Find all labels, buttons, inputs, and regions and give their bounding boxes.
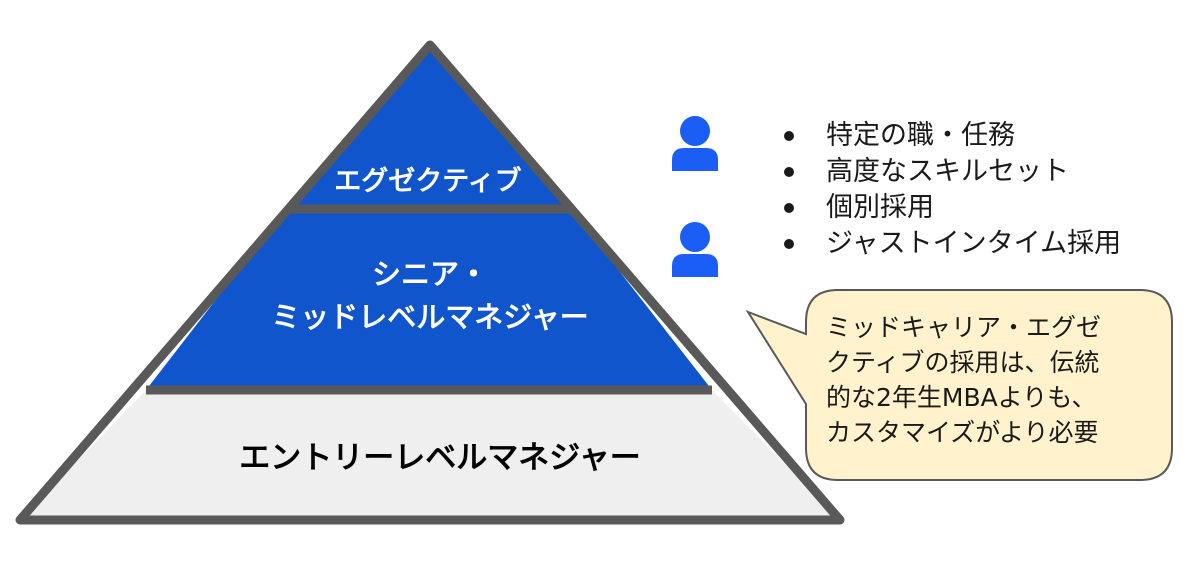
tier-label-executive: エグゼクティブ	[334, 165, 521, 197]
list-item: 高度なスキルセット	[778, 154, 1178, 190]
pyramid-tier-senior-mid	[146, 209, 712, 390]
person-icon	[672, 116, 718, 171]
pyramid-outline	[15, 40, 845, 525]
requirements-list: 特定の職・任務 高度なスキルセット 個別採用 ジャストインタイム採用	[778, 118, 1178, 262]
pyramid-tier-executive	[286, 45, 571, 209]
callout-bubble	[745, 289, 1173, 481]
callout-line: 的な2年生MBAよりも、	[826, 383, 1097, 412]
callout-line: クティブの採用は、伝統	[826, 348, 1100, 377]
list-item: ジャストインタイム採用	[778, 226, 1178, 262]
tier-label-entry: エントリーレベルマネジャー	[239, 440, 640, 476]
callout-text: ミッドキャリア・エグゼ クティブの採用は、伝統 的な2年生MBAよりも、 カスタ…	[826, 310, 1156, 450]
person-icon	[672, 222, 718, 277]
callout-line: カスタマイズがより必要	[826, 418, 1099, 447]
callout-line: ミッドキャリア・エグゼ	[826, 313, 1102, 342]
list-item: 個別採用	[778, 190, 1178, 226]
list-item: 特定の職・任務	[778, 118, 1178, 154]
tier-label-senior-line1: シニア・	[372, 257, 488, 291]
pyramid-tier-entry	[20, 390, 840, 520]
tier-label-senior-line2: ミッドレベルマネジャー	[271, 300, 589, 334]
